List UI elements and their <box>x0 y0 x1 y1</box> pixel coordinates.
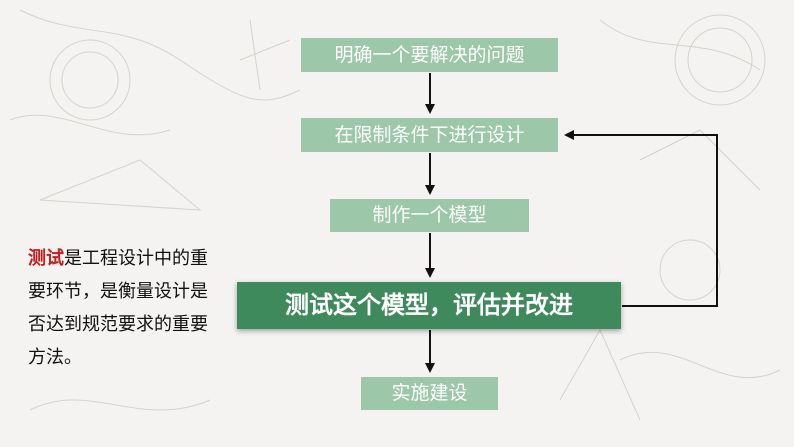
flow-step-test-evaluate-improve: 测试这个模型，评估并改进 <box>237 282 621 329</box>
side-description: 测试是工程设计中的重要环节，是衡量设计是否达到规范要求的重要方法。 <box>28 242 220 374</box>
flow-step-design-under-constraints: 在限制条件下进行设计 <box>301 118 558 152</box>
highlight-term: 测试 <box>28 248 64 269</box>
flow-step-implement: 实施建设 <box>361 377 498 410</box>
side-description-body: 是工程设计中的重要环节，是衡量设计是否达到规范要求的重要方法。 <box>28 248 208 368</box>
flow-step-build-model: 制作一个模型 <box>330 199 529 232</box>
feedback-loop-arrow <box>564 130 718 307</box>
flow-step-define-problem: 明确一个要解决的问题 <box>301 38 558 72</box>
